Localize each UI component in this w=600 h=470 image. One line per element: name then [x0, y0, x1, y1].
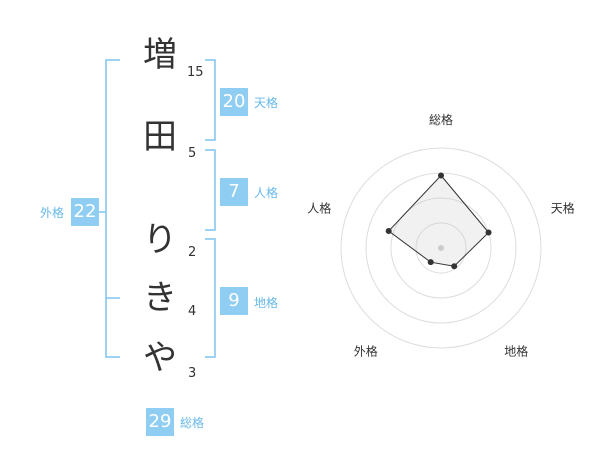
- name-char-3: り: [143, 220, 177, 260]
- radar-ring-2: [390, 197, 492, 299]
- radar-point-3: [451, 263, 458, 270]
- radar-axis-label-4: 外格: [354, 344, 378, 359]
- tenkaku-label: 天格: [254, 96, 279, 110]
- name-char-4: き: [143, 278, 177, 318]
- soukaku-value: 29: [146, 408, 174, 436]
- radar-point-1: [438, 172, 444, 179]
- radar-point-2: [485, 229, 492, 236]
- stroke-count-5: 3: [188, 366, 197, 381]
- stroke-count-4: 4: [188, 304, 197, 319]
- tenkaku-value: 20: [220, 88, 248, 116]
- jinkaku-value: 7: [220, 178, 248, 206]
- stroke-count-1: 15: [187, 65, 204, 80]
- radar-ring-4: [340, 147, 542, 349]
- jinkaku-label: 人格: [254, 186, 279, 200]
- radar-data-polygon: [387, 174, 490, 267]
- radar-ring-1: [415, 222, 467, 274]
- stroke-count-3: 2: [188, 245, 197, 260]
- radar-points: [385, 172, 492, 270]
- chikaku-bracket: [205, 238, 216, 358]
- stroke-count-2: 5: [188, 146, 197, 161]
- radar-axis-label-5: 人格: [307, 200, 331, 215]
- radar-axis-label-3: 地格: [504, 344, 528, 359]
- radar-axis-label-1: 総格: [429, 112, 453, 127]
- chikaku-label: 地格: [254, 296, 279, 310]
- gaikaku-label: 外格: [40, 206, 65, 220]
- jinkaku-bracket: [205, 149, 216, 231]
- radar-point-5: [385, 228, 392, 235]
- gaikaku-bracket: [105, 59, 120, 358]
- radar-point-4: [427, 259, 434, 266]
- soukaku-label: 総格: [180, 416, 205, 430]
- radar-axis-label-2: 天格: [551, 200, 575, 215]
- tenkaku-bracket: [205, 59, 216, 141]
- name-char-2: 田: [143, 117, 177, 157]
- radar-center-dot: [438, 245, 444, 251]
- gaikaku-value: 22: [71, 198, 99, 226]
- name-char-1: 増: [143, 35, 177, 75]
- chikaku-value: 9: [220, 287, 248, 315]
- name-char-5: や: [143, 338, 177, 378]
